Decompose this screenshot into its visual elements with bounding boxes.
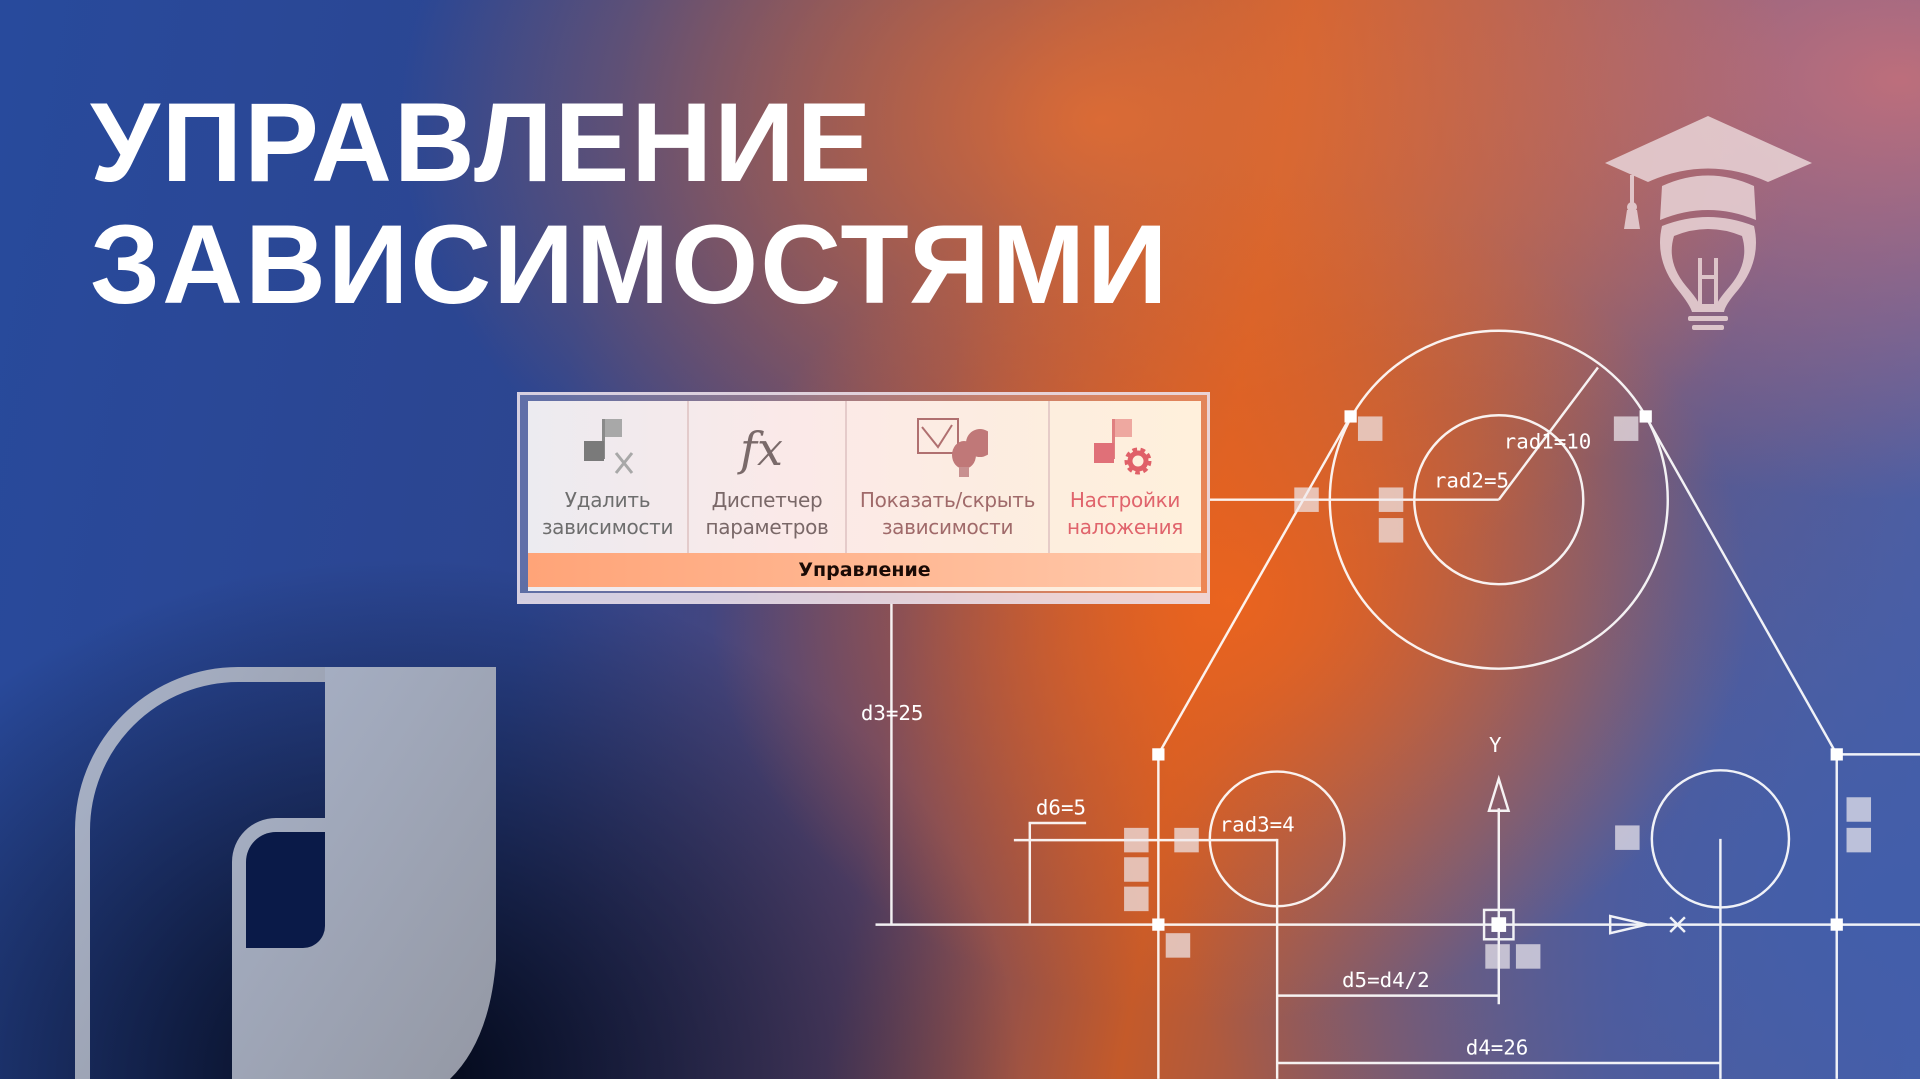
param-label-1: Диспетчер — [711, 488, 823, 512]
svg-text:fx: fx — [737, 422, 783, 476]
title-line-2: ЗАВИСИМОСТЯМИ — [90, 202, 1170, 327]
d3-label: d3=25 — [861, 701, 924, 725]
rad3-label: rad3=4 — [1220, 813, 1295, 837]
rad2-label: rad2=5 — [1434, 468, 1509, 492]
showhide-label-1: Показать/скрыть — [859, 488, 1036, 512]
page-title: УПРАВЛЕНИЕ ЗАВИСИМОСТЯМИ — [90, 82, 1170, 326]
overlay-settings-icon — [1094, 419, 1152, 475]
d5-label: d5=d4/2 — [1342, 968, 1430, 992]
overlay-settings-button[interactable]: Настройки наложения — [1050, 401, 1200, 553]
constraints-toolbar: Удалить зависимости fx Диспетчер параметро… — [517, 392, 1210, 604]
parameter-manager-button[interactable]: fx Диспетчер параметров — [689, 401, 847, 553]
overlay-label-2: наложения — [1066, 515, 1184, 539]
d4-label: d4=26 — [1466, 1035, 1529, 1059]
toolbar-bottom-edge — [520, 593, 1207, 601]
delete-label-2: зависимости — [541, 515, 674, 539]
delete-constraints-icon — [583, 419, 633, 474]
toolbar-group-label: Управление — [528, 553, 1201, 587]
rad1-label: rad1=10 — [1504, 429, 1592, 453]
y-axis-label: Y — [1489, 733, 1502, 757]
fx-icon: fx — [737, 422, 783, 476]
param-label-2: параметров — [705, 515, 829, 539]
constraint-markers — [1124, 416, 1872, 969]
show-hide-constraints-icon — [916, 418, 988, 477]
d6-label: d6=5 — [1036, 795, 1086, 819]
showhide-label-2: зависимости — [881, 515, 1014, 539]
delete-label-1: Удалить — [564, 488, 651, 512]
title-line-1: УПРАВЛЕНИЕ — [90, 80, 874, 205]
delete-constraints-button[interactable]: Удалить зависимости — [528, 401, 689, 553]
show-hide-constraints-button[interactable]: Показать/скрыть зависимости — [847, 401, 1050, 553]
overlay-label-1: Настройки — [1069, 488, 1181, 512]
